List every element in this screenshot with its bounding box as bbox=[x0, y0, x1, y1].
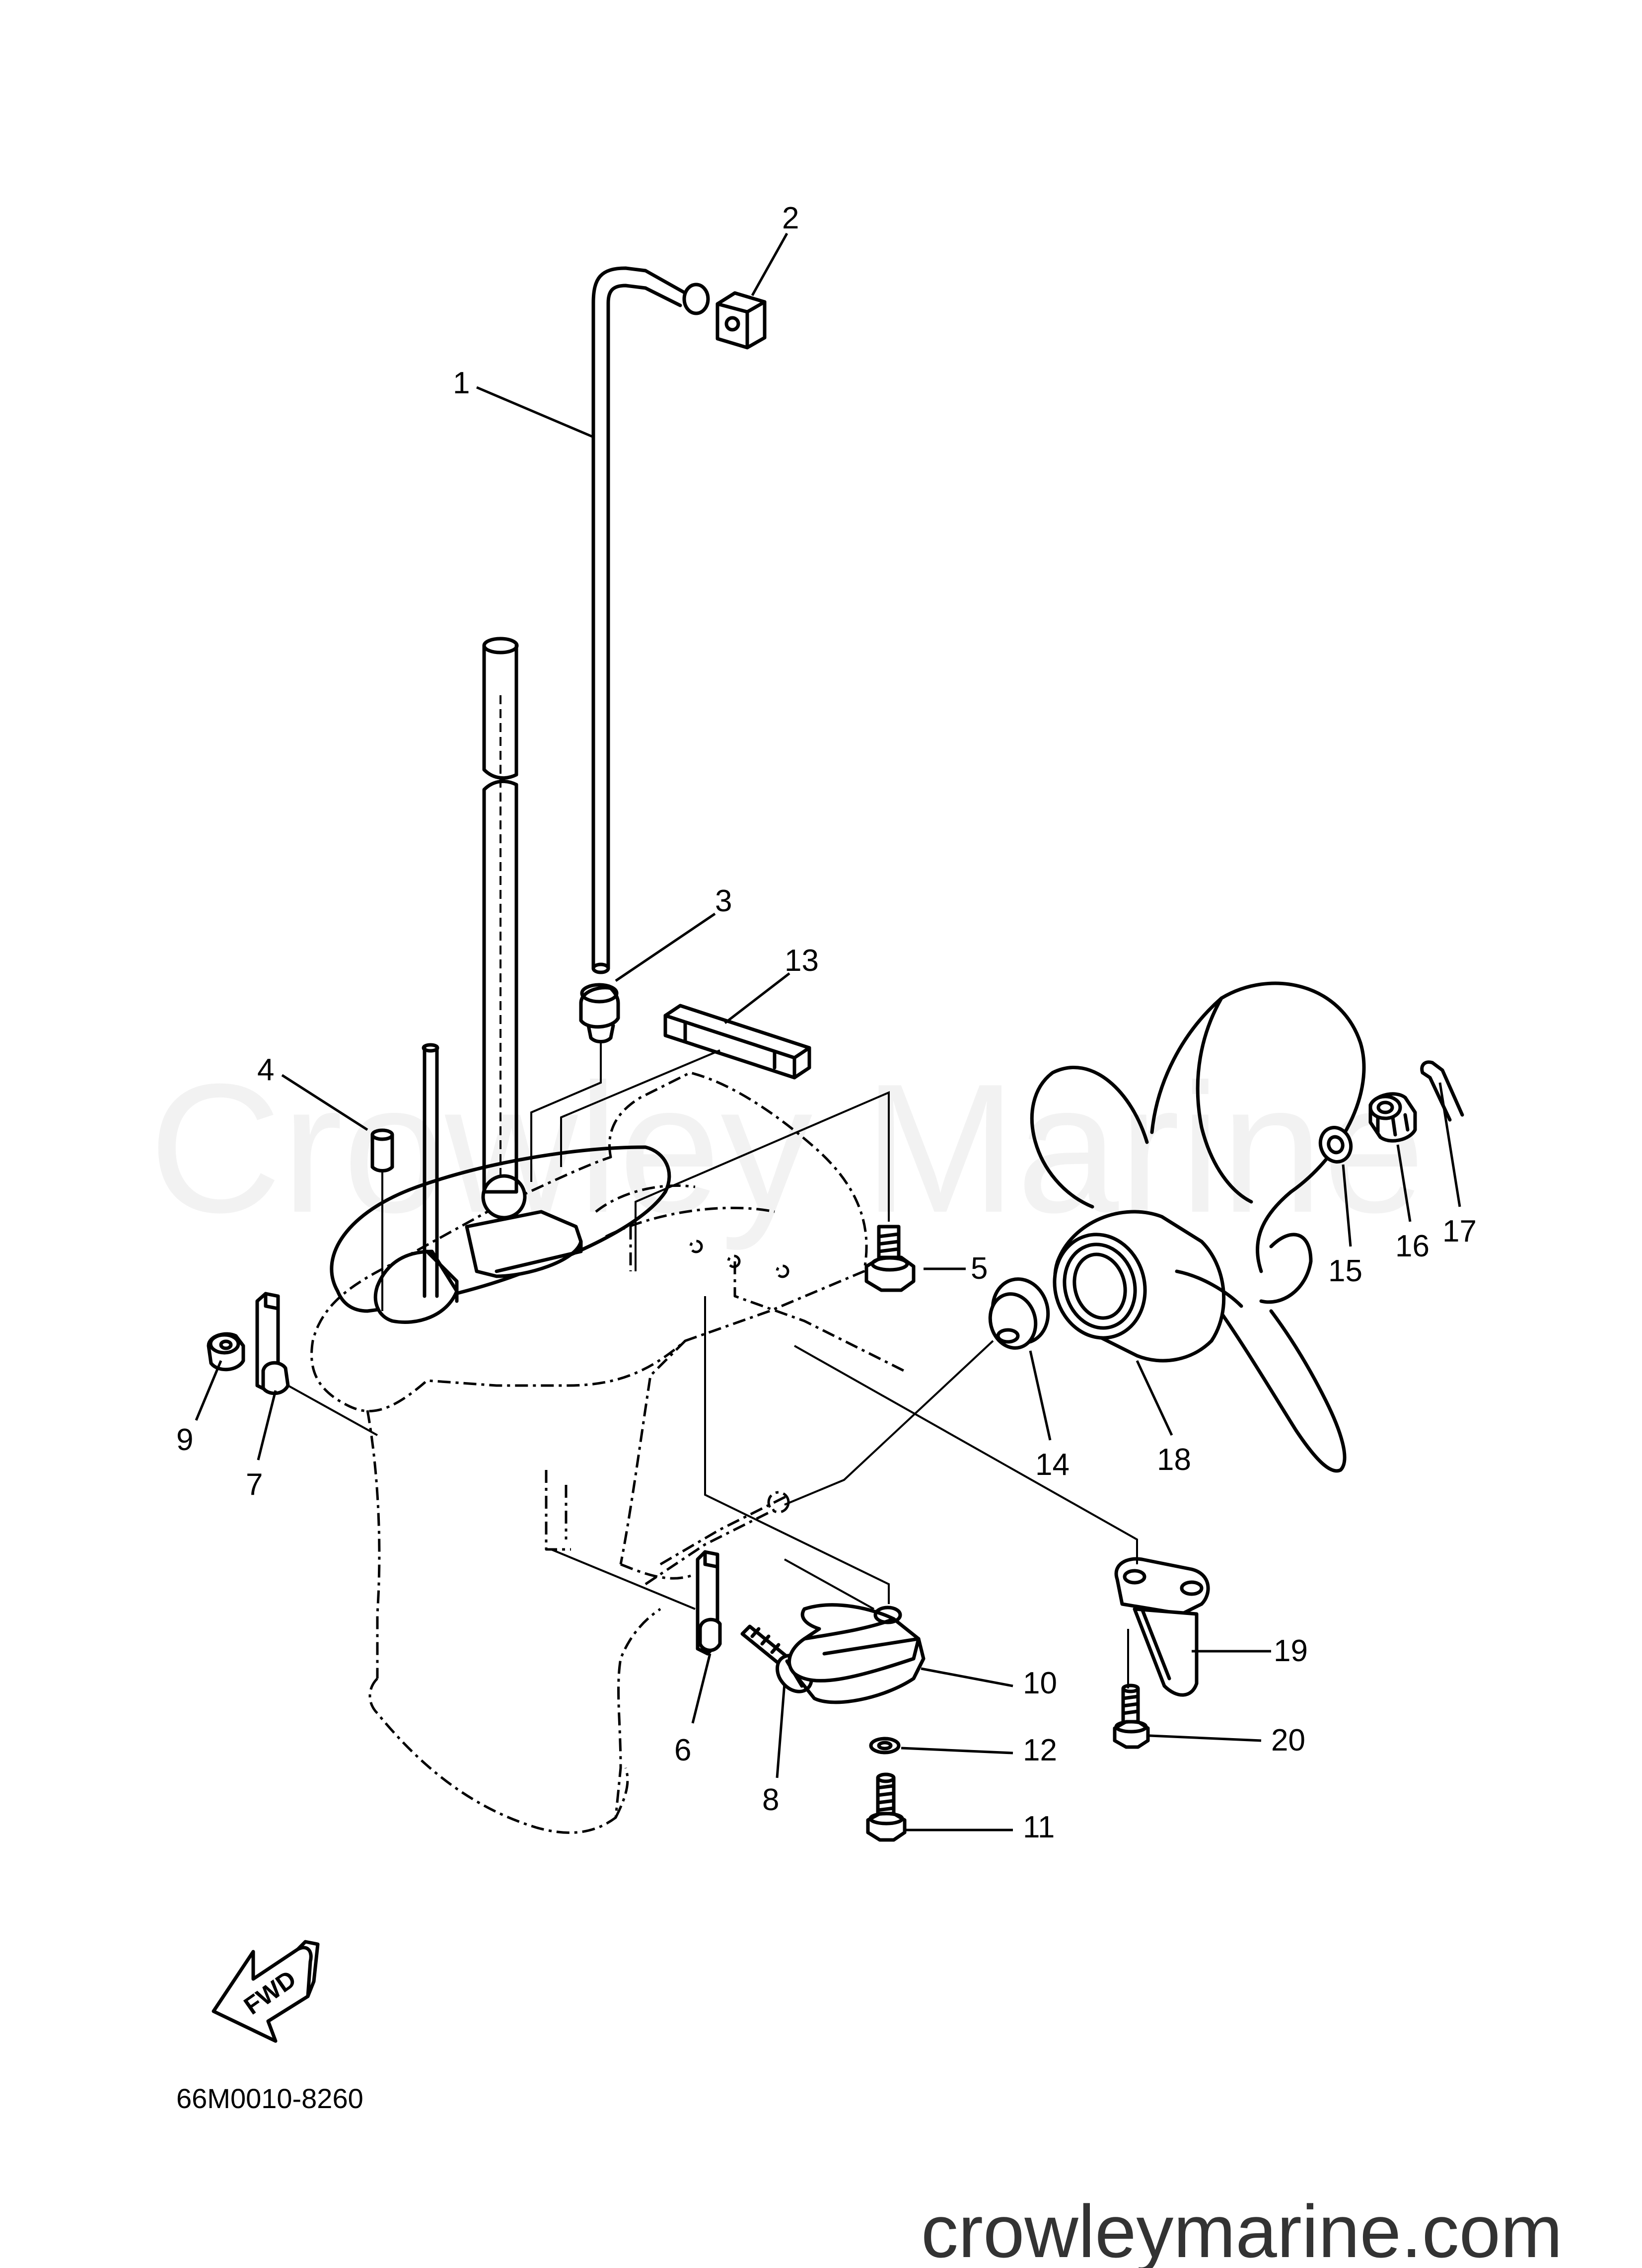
callout-15: 15 bbox=[1328, 1254, 1362, 1288]
leader-lines bbox=[195, 232, 1461, 1831]
callout-7: 7 bbox=[246, 1467, 263, 1502]
callout-3: 3 bbox=[715, 884, 732, 918]
nut-9 bbox=[207, 1332, 245, 1372]
propeller-18 bbox=[1030, 981, 1366, 1473]
callout-13: 13 bbox=[785, 944, 819, 978]
callout-6: 6 bbox=[674, 1733, 691, 1767]
trim-tab-19 bbox=[1114, 1557, 1210, 1697]
lower-casing-housing bbox=[310, 1071, 905, 1834]
callout-8: 8 bbox=[762, 1783, 779, 1817]
bolt-5 bbox=[864, 1225, 916, 1292]
washer-12 bbox=[869, 1737, 901, 1755]
callout-16: 16 bbox=[1395, 1229, 1429, 1263]
spacer-14 bbox=[988, 1277, 1050, 1350]
grommet-2 bbox=[715, 291, 767, 350]
dowel-pin-4 bbox=[370, 1128, 394, 1172]
website-url: crowleymarine.com bbox=[921, 2190, 1563, 2268]
callout-4: 4 bbox=[257, 1053, 274, 1087]
callout-11: 11 bbox=[1023, 1810, 1055, 1844]
callout-20: 20 bbox=[1271, 1723, 1305, 1757]
callout-18: 18 bbox=[1157, 1443, 1191, 1477]
cover-6 bbox=[696, 1550, 722, 1656]
callouts: 1 2 3 13 4 5 9 7 6 8 10 12 11 14 18 15 1… bbox=[176, 201, 1477, 1844]
callout-14: 14 bbox=[1035, 1448, 1070, 1482]
cover-7 bbox=[255, 1292, 290, 1395]
washer-15 bbox=[1318, 1126, 1353, 1164]
seal-3 bbox=[579, 983, 620, 1043]
callout-5: 5 bbox=[971, 1251, 988, 1286]
callout-10: 10 bbox=[1023, 1666, 1057, 1700]
anode-10 bbox=[787, 1603, 926, 1704]
castle-nut-16 bbox=[1368, 1092, 1417, 1143]
callout-19: 19 bbox=[1274, 1634, 1308, 1668]
shift-rod bbox=[422, 1043, 439, 1298]
callout-1: 1 bbox=[453, 366, 470, 400]
callout-9: 9 bbox=[176, 1423, 193, 1457]
assembly-lines bbox=[287, 1043, 1138, 1688]
callout-12: 12 bbox=[1023, 1733, 1057, 1767]
callout-17: 17 bbox=[1442, 1214, 1477, 1248]
fwd-arrow-icon: FWD bbox=[212, 1940, 320, 2043]
drive-shaft bbox=[482, 637, 519, 1194]
callout-2: 2 bbox=[782, 201, 799, 235]
seal-strip-13 bbox=[663, 1004, 811, 1080]
bolt-20 bbox=[1113, 1683, 1150, 1749]
diagram-code: 66M0010-8260 bbox=[176, 2083, 363, 2114]
bolt-11 bbox=[866, 1772, 907, 1842]
water-tube bbox=[591, 266, 710, 974]
